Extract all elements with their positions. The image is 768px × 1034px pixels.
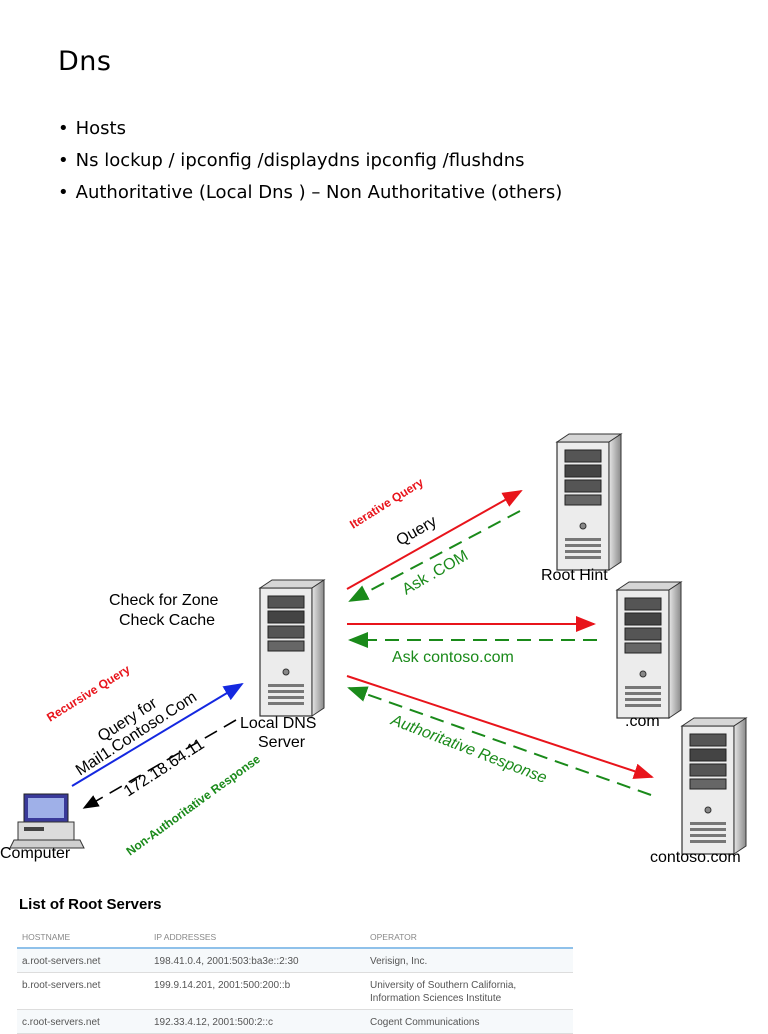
hostname-cell: b.root-servers.net: [17, 972, 149, 1010]
header-hostname: HOSTNAME: [17, 926, 149, 949]
query-label: Query: [394, 513, 440, 550]
recursive-query-arrow: [71, 682, 244, 787]
computer-label: Computer: [0, 845, 71, 862]
local-dns-label-line2: Server: [258, 734, 306, 751]
bullet-item: Authoritative (Local Dns ) – Non Authori…: [58, 180, 563, 212]
check-zone-note: Check for Zone: [109, 592, 218, 609]
bullet-item: Ns lockup / ipconfig /displaydns ipconfi…: [58, 148, 562, 180]
ip-cell: 198.41.0.4, 2001:503:ba3e::2:30: [149, 948, 365, 973]
check-cache-note: Check Cache: [119, 612, 215, 629]
root-servers-title: List of Root Servers: [19, 896, 162, 913]
authoritative-response-label: Authoritative Response: [388, 712, 550, 788]
ip-cell: 192.33.4.12, 2001:500:2::c: [149, 1009, 365, 1034]
bullet-item: Hosts: [58, 116, 562, 148]
table-row: b.root-servers.net 199.9.14.201, 2001:50…: [17, 972, 573, 1010]
com-label: .com: [625, 713, 660, 730]
ip-cell: 199.9.14.201, 2001:500:200::b: [149, 972, 365, 1010]
slide-title: Dns: [58, 46, 112, 77]
authoritative-response-arrow: [347, 686, 652, 796]
dns-resolution-diagram: Iterative Query Query Ask .COM Ask conto…: [0, 433, 747, 866]
answer-arrow: [82, 719, 237, 809]
contoso-label: contoso.com: [650, 849, 741, 866]
contoso-server-icon: [681, 717, 747, 855]
hostname-cell: c.root-servers.net: [17, 1009, 149, 1034]
root-hint-label: Root Hint: [541, 567, 608, 584]
computer-icon: [9, 793, 85, 849]
contoso-query-arrow: [346, 675, 654, 779]
table-row: c.root-servers.net 192.33.4.12, 2001:500…: [17, 1009, 573, 1034]
local-dns-label-line1: Local DNS: [240, 715, 316, 732]
table-row: a.root-servers.net 198.41.0.4, 2001:503:…: [17, 948, 573, 973]
hostname-cell: a.root-servers.net: [17, 948, 149, 973]
root-servers-table: HOSTNAME IP ADDRESSES OPERATOR a.root-se…: [17, 926, 573, 1034]
non-authoritative-response-label: Non-Authoritative Response: [124, 752, 264, 859]
operator-cell: Cogent Communications: [365, 1009, 573, 1034]
operator-cell: Verisign, Inc.: [365, 948, 573, 973]
bullet-list: Hosts Ns lockup / ipconfig /displaydns i…: [58, 116, 563, 212]
query-arrow: [346, 490, 523, 590]
root-hint-server-icon: [556, 433, 622, 571]
local-dns-server-icon: [259, 579, 325, 717]
header-ip-addresses: IP ADDRESSES: [149, 926, 365, 949]
ask-contoso-label: Ask contoso.com: [392, 649, 514, 666]
com-server-icon: [616, 581, 682, 719]
ask-com-arrow: [348, 510, 521, 602]
operator-cell: University of Southern California, Infor…: [365, 972, 573, 1010]
table-header-row: HOSTNAME IP ADDRESSES OPERATOR: [17, 926, 573, 949]
header-operator: OPERATOR: [365, 926, 573, 949]
